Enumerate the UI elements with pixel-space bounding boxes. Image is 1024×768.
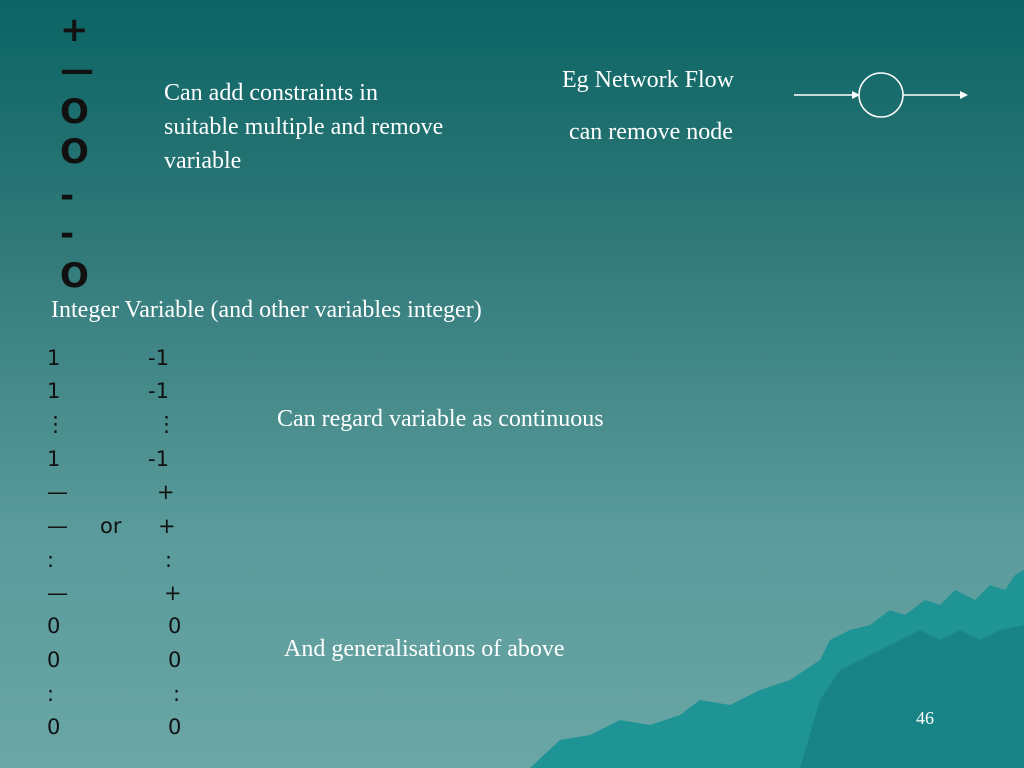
outgoing-arrowhead: [960, 91, 968, 99]
matrix-right-5: +: [157, 480, 175, 504]
constraint-note-line-1: Can add constraints in: [164, 80, 378, 106]
constraint-note: Can add constraints in suitable multiple…: [164, 76, 443, 178]
continuous-note: Can regard variable as continuous: [277, 406, 604, 432]
symbol-7: O: [60, 256, 89, 296]
matrix-right-10: 0: [168, 648, 182, 672]
matrix-left-11: :: [47, 682, 55, 706]
matrix-left-12: 0: [47, 715, 61, 739]
matrix-or-label: or: [100, 514, 122, 538]
constraint-note-line-2: suitable multiple and remove: [164, 114, 444, 140]
matrix-left-4: 1: [47, 447, 61, 471]
symbol-5: -: [60, 176, 75, 216]
matrix-left-6: —: [47, 514, 68, 538]
matrix-right-1: -1: [148, 346, 169, 370]
matrix-right-3: ⋮: [156, 412, 177, 436]
page-number: 46: [916, 708, 934, 728]
matrix-left-5: —: [47, 480, 68, 504]
symbol-1: +: [60, 10, 89, 50]
matrix-right-6: +: [158, 514, 176, 538]
matrix-left-8: —: [47, 581, 68, 605]
matrix-right-8: +: [164, 581, 182, 605]
matrix-right-11: :: [173, 682, 181, 706]
matrix-left-9: 0: [47, 614, 61, 638]
network-node: [858, 72, 904, 118]
network-node-diagram: [794, 72, 968, 118]
constraint-note-line-3: variable: [164, 148, 242, 174]
integer-heading: Integer Variable (and other variables in…: [51, 297, 482, 323]
generalisation-note: And generalisations of above: [284, 636, 565, 662]
matrix-left-2: 1: [47, 379, 61, 403]
incoming-arrowhead: [852, 91, 860, 99]
matrix-left-7: :: [47, 548, 55, 572]
matrix-right-9: 0: [168, 614, 182, 638]
symbol-3: O: [60, 92, 89, 132]
network-title: Eg Network Flow: [562, 67, 734, 93]
matrix-left-3: ⋮: [45, 412, 66, 436]
matrix-right-2: -1: [148, 379, 169, 403]
network-note: can remove node: [569, 119, 733, 145]
matrix-right-4: -1: [148, 447, 169, 471]
matrix-right-12: 0: [168, 715, 182, 739]
matrix-left-10: 0: [47, 648, 61, 672]
symbol-4: O: [60, 132, 89, 172]
symbol-2: —: [60, 50, 94, 90]
matrix-left-1: 1: [47, 346, 61, 370]
matrix-right-7: :: [165, 548, 173, 572]
symbol-6: -: [60, 214, 75, 254]
